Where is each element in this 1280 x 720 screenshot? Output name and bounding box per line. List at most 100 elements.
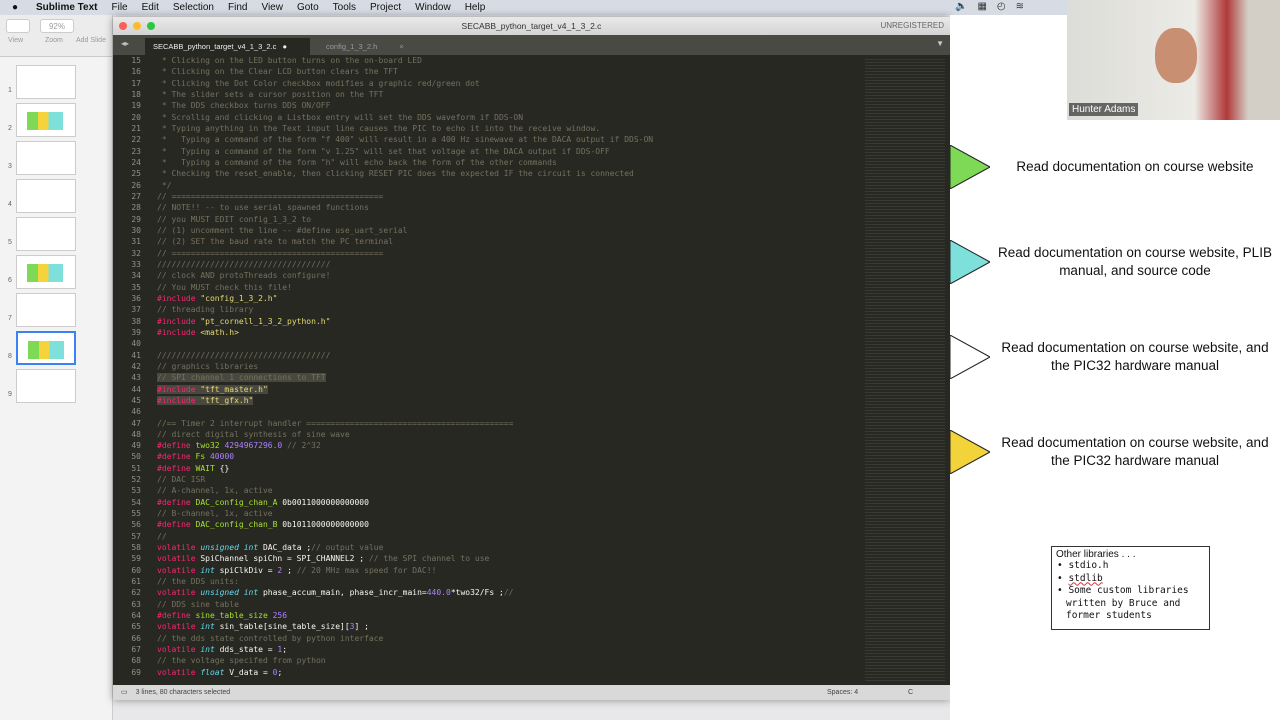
code-line[interactable]: 63// DDS sine table: [113, 599, 863, 610]
code-editor[interactable]: 15 * Clicking on the LED button turns on…: [113, 55, 863, 685]
tab-nav-arrows-icon[interactable]: ◂▸: [121, 39, 130, 48]
code-line[interactable]: 21 * Typing anything in the Text input l…: [113, 123, 863, 134]
slide-thumbnail-6[interactable]: 6: [0, 255, 113, 289]
slide-thumbnail-4[interactable]: 4: [0, 179, 113, 213]
menu-file[interactable]: File: [111, 2, 128, 13]
code-line[interactable]: 42// graphics libraries: [113, 361, 863, 372]
code-line[interactable]: 64#define sine_table_size 256: [113, 610, 863, 621]
menu-goto[interactable]: Goto: [296, 2, 319, 13]
code-line[interactable]: 19 * The DDS checkbox turns DDS ON/OFF: [113, 100, 863, 111]
code-line[interactable]: 34// clock AND protoThreads configure!: [113, 270, 863, 281]
slide-thumbnail-8[interactable]: 8: [0, 331, 113, 365]
menu-window[interactable]: Window: [415, 2, 451, 13]
menu-view[interactable]: View: [261, 2, 283, 13]
menu-project[interactable]: Project: [370, 2, 402, 13]
syntax-status[interactable]: C: [908, 689, 914, 696]
wifi-icon[interactable]: ≋: [1015, 1, 1025, 12]
flag-icon[interactable]: ▦: [977, 1, 987, 12]
code-line[interactable]: 39#include <math.h>: [113, 327, 863, 338]
view-button[interactable]: [6, 19, 30, 33]
code-line[interactable]: 31// (2) SET the baud rate to match the …: [113, 236, 863, 247]
code-line[interactable]: 22 * Typing a command of the form "f 400…: [113, 134, 863, 145]
code-line[interactable]: 56#define DAC_config_chan_B 0b1011000000…: [113, 519, 863, 530]
code-line[interactable]: 52// DAC ISR: [113, 474, 863, 485]
menu-selection[interactable]: Selection: [172, 2, 214, 13]
code-line[interactable]: 37// threading library: [113, 304, 863, 315]
code-line[interactable]: 20 * Scrollig and clicking a Listbox ent…: [113, 112, 863, 123]
tab-config-file[interactable]: config_1_3_2.h ×: [318, 38, 428, 55]
code-line[interactable]: 35// You MUST check this file!: [113, 282, 863, 293]
code-line[interactable]: 25 * Checking the reset_enable, then cli…: [113, 168, 863, 179]
code-token: sine_table_size: [190, 611, 268, 621]
code-line[interactable]: 36#include "config_1_3_2.h": [113, 293, 863, 304]
code-line[interactable]: 30// (1) uncomment the line -- #define u…: [113, 225, 863, 236]
line-number: 43: [131, 373, 141, 383]
code-line[interactable]: 17 * Clicking the Dot Color checkbox mod…: [113, 78, 863, 89]
menu-app-name[interactable]: Sublime Text: [36, 2, 98, 13]
tab-main-file[interactable]: SECABB_python_target_v4_1_3_2.c ●: [145, 38, 310, 55]
indentation-status[interactable]: Spaces: 4: [827, 689, 859, 696]
menu-edit[interactable]: Edit: [141, 2, 159, 13]
code-line[interactable]: 40: [113, 338, 863, 349]
code-line[interactable]: 57//: [113, 531, 863, 542]
time-machine-icon[interactable]: ◴: [996, 1, 1006, 12]
apple-icon[interactable]: ●: [12, 2, 19, 13]
slide-thumbnail-7[interactable]: 7: [0, 293, 113, 327]
code-text: volatile int sin_table[sine_table_size][…: [157, 622, 369, 631]
console-icon[interactable]: ▭: [121, 689, 128, 696]
code-line[interactable]: 24 * Typing a command of the form "h" wi…: [113, 157, 863, 168]
code-line[interactable]: 27// ===================================…: [113, 191, 863, 202]
tab-dropdown-icon[interactable]: ▼: [936, 39, 944, 48]
code-line[interactable]: 28// NOTE!! -- to use serial spawned fun…: [113, 202, 863, 213]
zoom-window-button[interactable]: [147, 22, 155, 30]
code-line[interactable]: 16 * Clicking on the Clear LCD button cl…: [113, 66, 863, 77]
menu-find[interactable]: Find: [228, 2, 248, 13]
code-line[interactable]: 47//== Timer 2 interrupt handler =======…: [113, 418, 863, 429]
slide-thumbnail-2[interactable]: 2: [0, 103, 113, 137]
code-line[interactable]: 51#define WAIT {}: [113, 463, 863, 474]
code-line[interactable]: 50#define Fs 40000: [113, 451, 863, 462]
code-line[interactable]: 38#include "pt_cornell_1_3_2_python.h": [113, 316, 863, 327]
code-line[interactable]: 54#define DAC_config_chan_A 0b0011000000…: [113, 497, 863, 508]
code-line[interactable]: 46: [113, 406, 863, 417]
slide-thumbnail-5[interactable]: 5: [0, 217, 113, 251]
code-token: volatile: [157, 645, 196, 655]
volume-icon[interactable]: 🔈: [955, 1, 968, 12]
minimap[interactable]: [865, 57, 945, 682]
code-line[interactable]: 33////////////////////////////////////: [113, 259, 863, 270]
code-line[interactable]: 41////////////////////////////////////: [113, 350, 863, 361]
code-line[interactable]: 53// A-channel, 1x, active: [113, 485, 863, 496]
code-line[interactable]: 55// B-channel, 1x, active: [113, 508, 863, 519]
slide-thumbnail-9[interactable]: 9: [0, 369, 113, 403]
code-line[interactable]: 15 * Clicking on the LED button turns on…: [113, 55, 863, 66]
code-line[interactable]: 66// the dds state controlled by python …: [113, 633, 863, 644]
minimize-window-button[interactable]: [133, 22, 141, 30]
close-window-button[interactable]: [119, 22, 127, 30]
code-line[interactable]: 18 * The slider sets a cursor position o…: [113, 89, 863, 100]
add-slide-label[interactable]: Add Slide: [76, 37, 106, 44]
menu-tools[interactable]: Tools: [332, 2, 356, 13]
code-line[interactable]: 61// the DDS units:: [113, 576, 863, 587]
slide-thumbnail-3[interactable]: 3: [0, 141, 113, 175]
code-line[interactable]: 32// ===================================…: [113, 248, 863, 259]
code-line[interactable]: 29// you MUST EDIT config_1_3_2 to: [113, 214, 863, 225]
code-line[interactable]: 48// direct digital synthesis of sine wa…: [113, 429, 863, 440]
code-line[interactable]: 23 * Typing a command of the form "v 1.2…: [113, 146, 863, 157]
code-line[interactable]: 26 */: [113, 180, 863, 191]
zoom-dropdown[interactable]: 92%: [40, 19, 74, 33]
code-line[interactable]: 68// the voltage specifed from python: [113, 655, 863, 666]
code-line[interactable]: 49#define two32 4294967296.0 // 2^32: [113, 440, 863, 451]
code-line[interactable]: 45#include "tft_gfx.h": [113, 395, 863, 406]
menu-help[interactable]: Help: [464, 2, 486, 13]
code-line[interactable]: 44#include "tft_master.h": [113, 384, 863, 395]
close-tab-icon[interactable]: ×: [399, 42, 404, 51]
code-line[interactable]: 43// SPI channel 1 connections to TFT: [113, 372, 863, 383]
slide-thumbnail-1[interactable]: 1: [0, 65, 113, 99]
